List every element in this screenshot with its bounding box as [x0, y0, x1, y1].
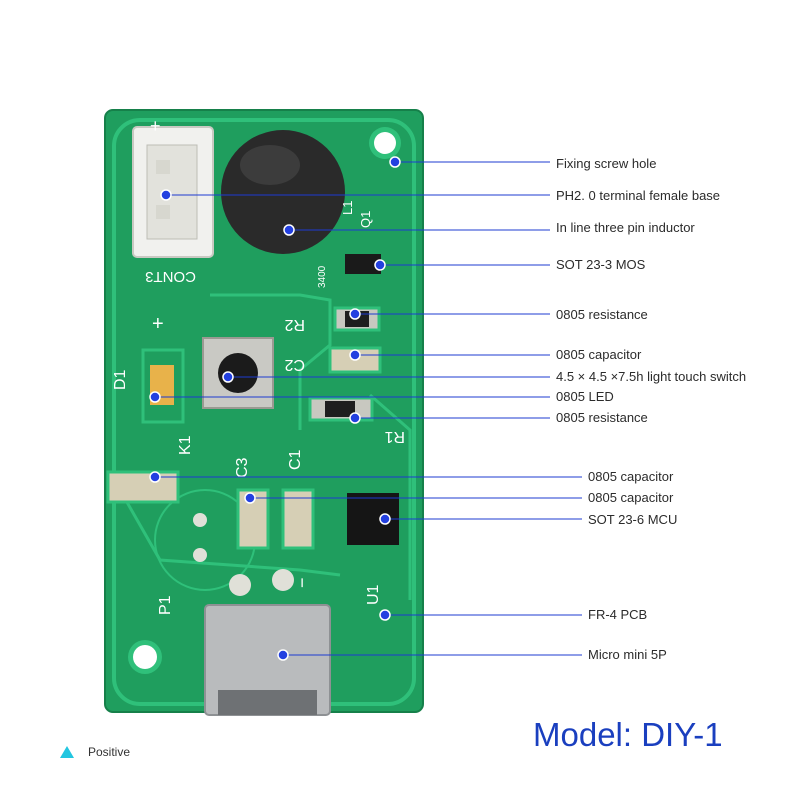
- label-mos: SOT 23-3 MOS: [556, 257, 646, 272]
- screw-hole: [133, 645, 157, 669]
- pad: [272, 569, 294, 591]
- silk-r1: R1: [384, 428, 405, 445]
- label-inductor: In line three pin inductor: [556, 220, 695, 235]
- label-touch-switch: 4.5 × 4.5 ×7.5h light touch switch: [556, 369, 747, 384]
- label-capacitor-2: 0805 capacitor: [588, 469, 674, 484]
- silk-k1: K1: [177, 435, 194, 455]
- pointer-dot-screw: [389, 156, 401, 168]
- pointer-dot-usb: [277, 649, 289, 661]
- pad: [229, 574, 251, 596]
- pointer-dot-pcb: [379, 609, 391, 621]
- mos-chip: [345, 254, 381, 274]
- ph2-terminal-pin: [156, 205, 170, 219]
- silk-3400: 3400: [317, 265, 328, 288]
- pcb-trace-path: [369, 393, 412, 600]
- pointer-dot-cap3: [244, 492, 256, 504]
- ph2-terminal-slot: [146, 144, 198, 240]
- inductor-highlight: [240, 145, 300, 185]
- pointer-dot-mcu: [379, 513, 391, 525]
- label-led: 0805 LED: [556, 389, 614, 404]
- silk-cont3: CONT3: [145, 268, 196, 285]
- label-capacitor-1: 0805 capacitor: [556, 347, 642, 362]
- pointer-dot-res1: [349, 308, 361, 320]
- pad: [193, 513, 207, 527]
- pointer-dot-cap2: [149, 471, 161, 483]
- silk-plus-top: +: [150, 116, 161, 136]
- silk-c3: C3: [234, 457, 251, 478]
- label-resistance-2: 0805 resistance: [556, 410, 648, 425]
- label-ph2-terminal: PH2. 0 terminal female base: [556, 188, 721, 203]
- silk-r2: R2: [284, 316, 305, 333]
- micro-usb-opening: [218, 690, 317, 715]
- silk-plus-left: +: [152, 313, 164, 335]
- touch-switch-button: [218, 353, 258, 393]
- label-mcu: SOT 23-6 MCU: [588, 512, 678, 527]
- screw-hole: [374, 132, 396, 154]
- pointer-dot-ph2: [160, 189, 172, 201]
- label-fixing-screw-hole: Fixing screw hole: [556, 156, 657, 171]
- silk-p1: P1: [157, 595, 174, 615]
- silk-l1: L1: [340, 201, 355, 215]
- label-fr4-pcb: FR-4 PCB: [588, 607, 648, 622]
- pcb-trace-path: [118, 489, 341, 577]
- pad: [193, 548, 207, 562]
- pointer-dot-inductor: [283, 224, 295, 236]
- pointer-layer: [149, 156, 582, 661]
- pcb-trace-path: [210, 293, 332, 430]
- label-capacitor-3: 0805 capacitor: [588, 490, 674, 505]
- ph2-terminal-pin: [156, 160, 170, 174]
- silk-minus: −: [292, 577, 312, 588]
- model-title: Model: DIY-1: [533, 716, 723, 753]
- resistor-r1-body: [325, 401, 355, 417]
- silk-q1: Q1: [358, 211, 373, 228]
- silk-d1: D1: [112, 369, 129, 390]
- pointer-dot-cap1: [349, 349, 361, 361]
- label-resistance-1: 0805 resistance: [556, 307, 648, 322]
- pointer-dot-res2: [349, 412, 361, 424]
- silk-c2: C2: [284, 356, 305, 373]
- legend: Positive: [60, 745, 130, 759]
- pointer-dot-switch: [222, 371, 234, 383]
- positive-triangle-icon: [60, 746, 74, 758]
- pointer-dot-mos: [374, 259, 386, 271]
- legend-label: Positive: [88, 745, 131, 759]
- silk-c1: C1: [287, 449, 304, 470]
- label-micro-usb: Micro mini 5P: [588, 647, 667, 662]
- silk-u1: U1: [365, 584, 382, 605]
- capacitor-c1: [281, 488, 315, 550]
- pointer-dot-led: [149, 391, 161, 403]
